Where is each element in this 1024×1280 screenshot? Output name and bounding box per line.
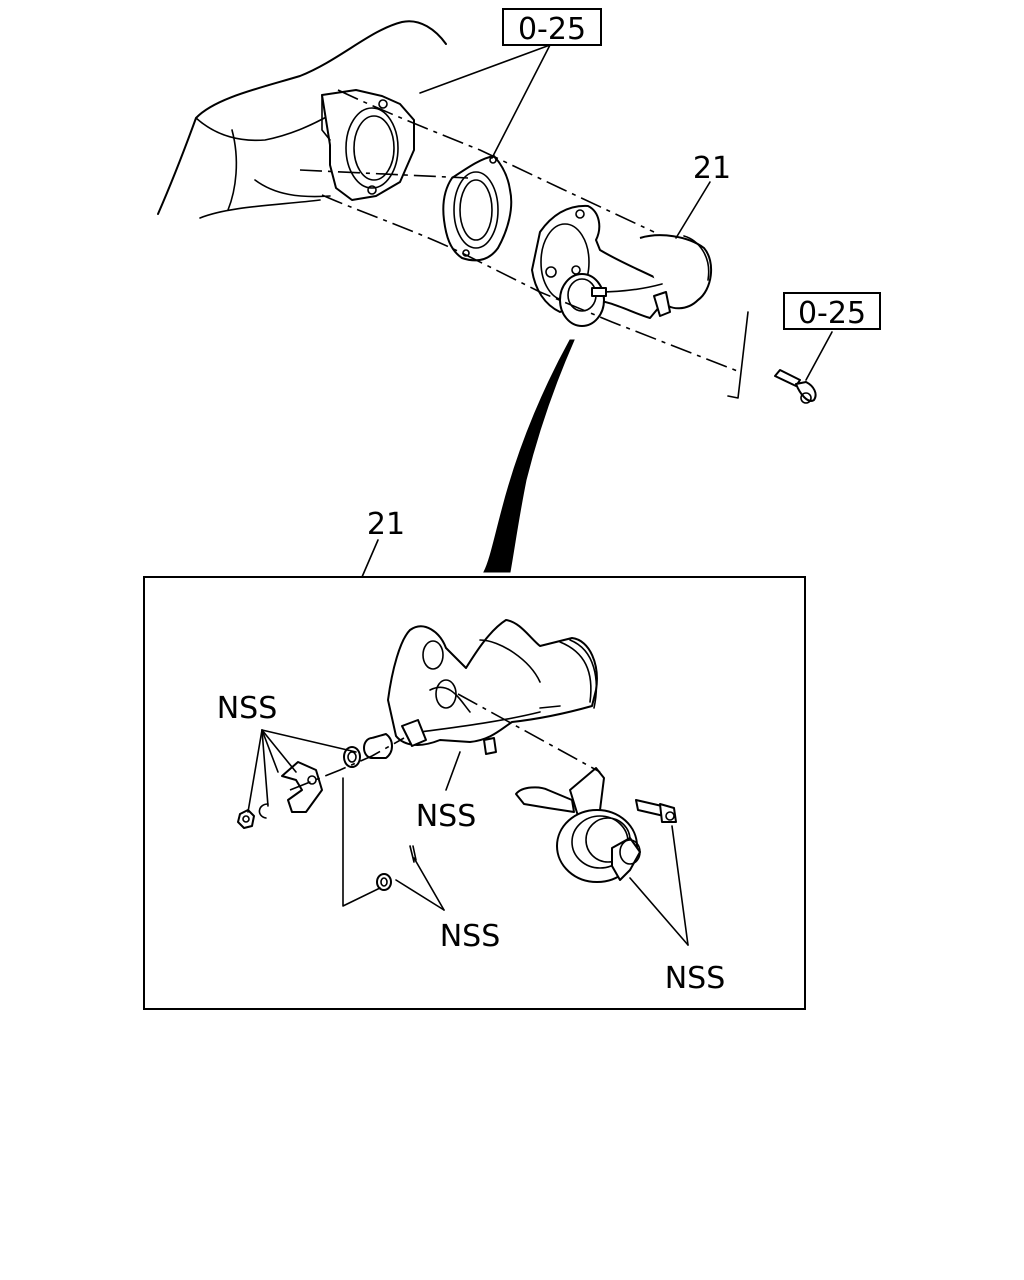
detail-frame — [143, 576, 806, 1010]
nss-label-center: NSS — [416, 799, 477, 834]
vacuum-actuator — [515, 767, 641, 883]
cotter-pin — [409, 845, 417, 863]
nss-label-lower: NSS — [440, 919, 501, 954]
part-number-21-top: 21 — [693, 151, 731, 186]
detail-centerlines — [289, 693, 601, 907]
leader-lines — [361, 44, 833, 578]
ref-box-top: 0-25 — [502, 8, 602, 47]
pin-washer — [376, 873, 392, 891]
flange-bolt — [774, 369, 817, 404]
detail-leader-lines — [247, 729, 689, 946]
valve-housing-detail — [387, 619, 598, 755]
exhaust-flange — [321, 89, 415, 201]
shaft-bushing — [363, 733, 393, 759]
e-clip — [258, 803, 269, 819]
exhaust-brake-valve-assembly — [531, 204, 713, 327]
lever-arm — [281, 761, 323, 813]
lock-nut — [237, 809, 255, 829]
ref-label-top: 0-25 — [518, 12, 586, 47]
ref-label-right: 0-25 — [798, 296, 866, 331]
ref-box-right: 0-25 — [783, 292, 881, 331]
detail-pointer-arrow — [483, 339, 575, 573]
nss-label-left: NSS — [217, 691, 278, 726]
flange-gasket — [442, 155, 513, 262]
actuator-bolt — [635, 799, 677, 823]
part-number-21-detail: 21 — [367, 507, 405, 542]
nss-label-right: NSS — [665, 961, 726, 996]
assembly-centerlines — [299, 89, 741, 373]
engine-body-outline — [157, 20, 447, 219]
